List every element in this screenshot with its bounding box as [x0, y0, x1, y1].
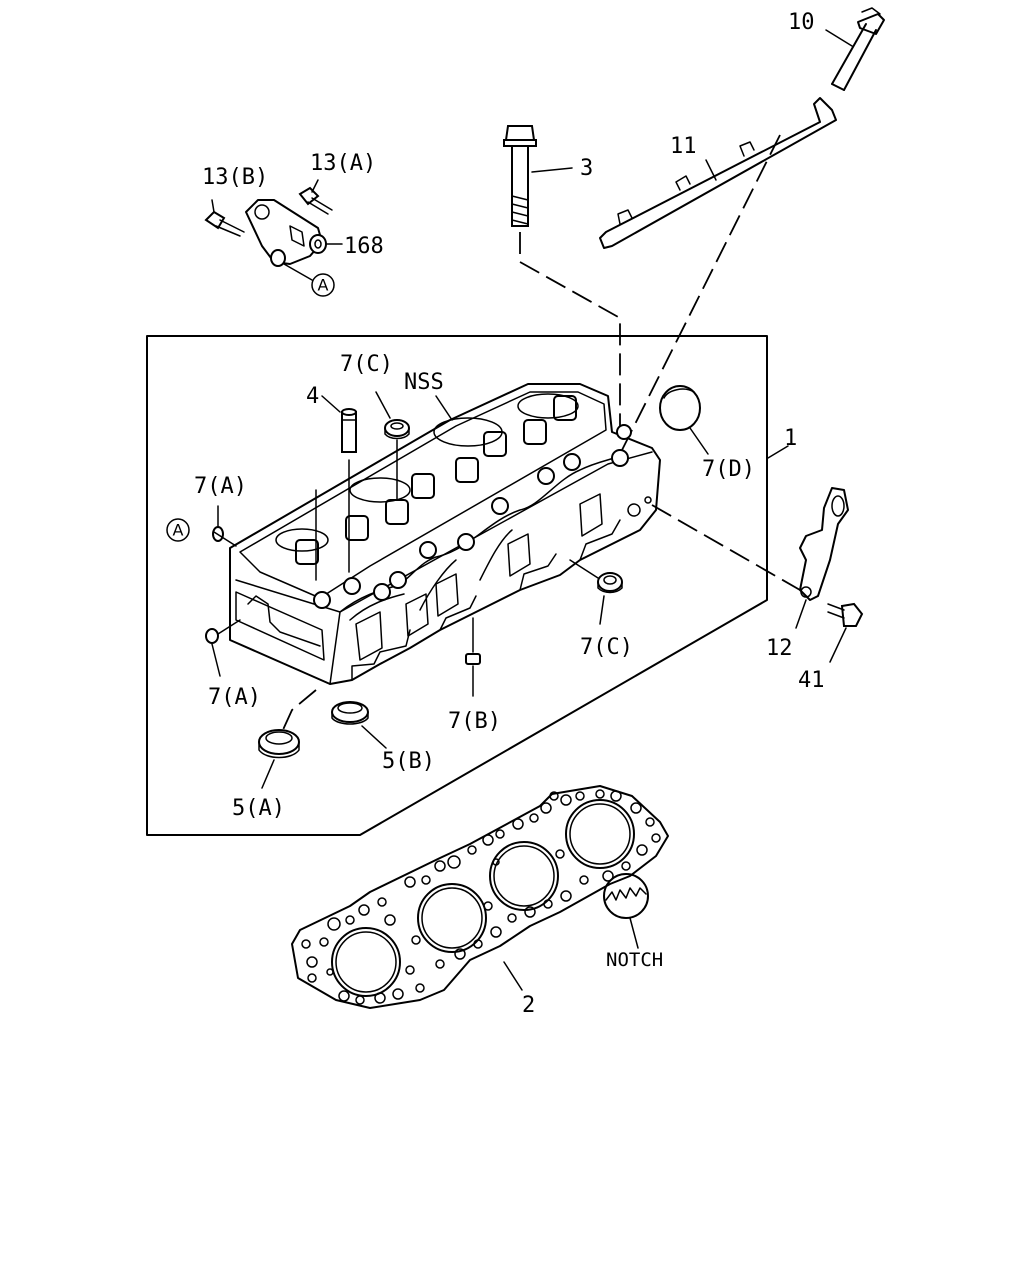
label-part-4: 4 — [306, 384, 319, 409]
bracket-part-168 — [204, 179, 343, 281]
marker-a-left-text: A — [173, 521, 184, 540]
label-part-5b: 5(B) — [382, 749, 435, 774]
label-part-13a: 13(A) — [310, 151, 376, 176]
label-part-13b: 13(B) — [202, 165, 268, 190]
cap-part-7d — [659, 385, 709, 455]
glow-plug-alignment-line — [615, 134, 781, 463]
label-part-10: 10 — [788, 10, 815, 35]
plug-part-7a-top — [212, 505, 237, 547]
label-nss: NSS — [404, 370, 444, 395]
cylinder-head-part-1 — [229, 383, 661, 685]
marker-a-top: A — [311, 273, 335, 297]
valve-seal-part-7c-top — [375, 391, 410, 501]
seal-ring-part-5b — [331, 701, 387, 749]
label-part-2: 2 — [522, 993, 535, 1018]
dowel-part-7b — [465, 617, 481, 697]
part-1-leader — [767, 445, 789, 459]
head-bolt-part-3 — [503, 125, 573, 227]
nss-leader — [435, 395, 453, 421]
label-part-3: 3 — [580, 156, 593, 181]
notch-detail — [603, 873, 649, 949]
glow-plug-connector-part-11 — [599, 97, 837, 249]
label-part-5a: 5(A) — [232, 796, 285, 821]
assembly-boundary-box — [146, 335, 768, 836]
marker-a-top-text: A — [318, 276, 329, 295]
label-part-7c-middle: 7(C) — [580, 635, 633, 660]
label-part-7a-bottom: 7(A) — [208, 685, 261, 710]
bolt-alignment-line — [519, 232, 621, 432]
bracket-alignment-line — [651, 504, 801, 591]
marker-a-left: A — [166, 518, 190, 542]
label-part-1: 1 — [784, 426, 797, 451]
label-part-7c-top: 7(C) — [340, 352, 393, 377]
seal-alignment-line — [281, 689, 317, 733]
label-part-7b: 7(B) — [448, 709, 501, 734]
label-part-11: 11 — [670, 134, 697, 159]
bolt-part-41 — [827, 602, 864, 663]
lifting-bracket-part-12 — [795, 487, 849, 629]
label-notch: NOTCH — [606, 949, 663, 971]
label-part-168: 168 — [344, 234, 384, 259]
glow-plug-part-10 — [825, 7, 885, 91]
valve-guide-part-4 — [315, 395, 357, 581]
head-gasket-part-2 — [291, 785, 669, 1009]
seal-ring-part-5a — [258, 729, 300, 789]
label-part-41: 41 — [798, 668, 825, 693]
plug-part-7a-bottom — [205, 619, 241, 677]
label-part-7a-top: 7(A) — [194, 474, 247, 499]
label-part-12: 12 — [766, 636, 793, 661]
valve-seal-part-7c-middle — [569, 559, 623, 625]
label-part-7d: 7(D) — [702, 457, 755, 482]
